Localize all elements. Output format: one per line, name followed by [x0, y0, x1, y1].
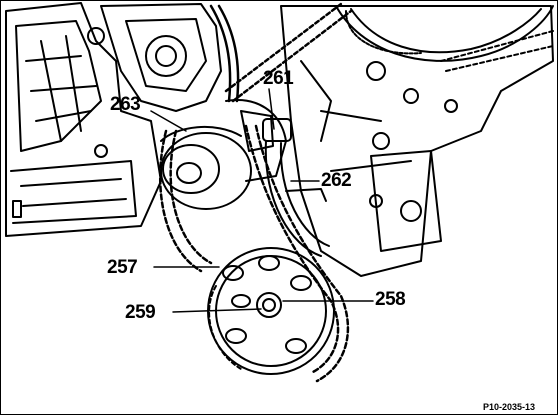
timing-chain [159, 124, 350, 383]
callout-261: 261 [263, 68, 294, 89]
leader-lines [150, 88, 374, 313]
upper-chain [209, 2, 353, 103]
engine-block-left [5, 2, 162, 237]
engine-block-right [280, 5, 554, 277]
callout-259: 259 [125, 302, 156, 323]
callout-258: 258 [375, 289, 406, 310]
figure-reference: P10-2035-13 [483, 402, 536, 412]
callout-257: 257 [107, 257, 138, 278]
crankshaft-sprocket [207, 247, 335, 375]
callout-262: 262 [321, 170, 352, 191]
tensioner-rail [264, 140, 330, 257]
camshaft-hub [160, 99, 292, 210]
upper-housing [100, 3, 222, 112]
callout-263: 263 [110, 94, 141, 115]
